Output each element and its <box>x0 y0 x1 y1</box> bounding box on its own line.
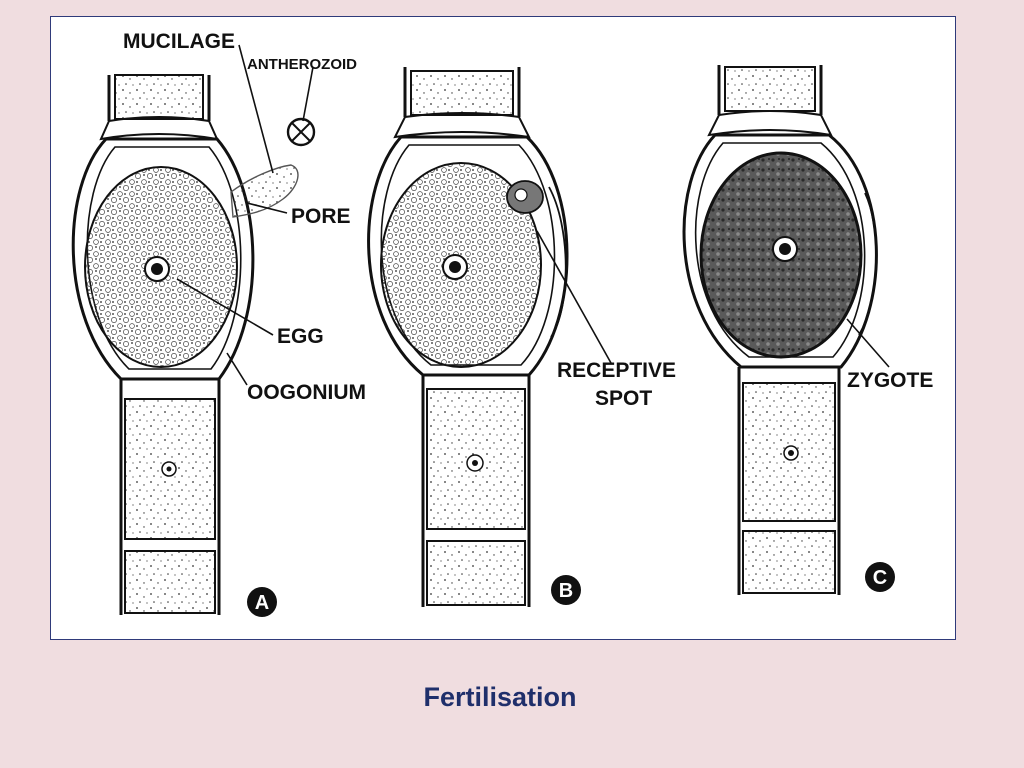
panel-c-lower-cells <box>737 367 841 595</box>
panel-c-top-cell <box>707 65 833 137</box>
slide-caption: Fertilisation <box>423 682 577 712</box>
panel-b-letter: B <box>559 580 573 602</box>
panel-a-mucilage <box>230 164 299 218</box>
panel-c-badge: C <box>865 562 895 592</box>
label-receptive: RECEPTIVE <box>557 359 676 382</box>
label-egg: EGG <box>277 325 324 348</box>
label-mucilage: MUCILAGE <box>123 30 235 53</box>
panel-b-top-cell <box>393 67 531 139</box>
label-spot: SPOT <box>595 387 652 410</box>
panel-c-oogonium-wall <box>682 133 878 369</box>
label-oogonium: OOGONIUM <box>247 381 366 404</box>
panel-b-receptive-spot <box>506 180 544 214</box>
panel-c-leader-lines <box>846 318 890 368</box>
label-zygote: ZYGOTE <box>847 369 933 392</box>
panel-b-badge: B <box>551 575 581 605</box>
panel-b-leader-lines <box>536 230 612 364</box>
panel-c: C <box>682 65 895 595</box>
fertilisation-diagram: A <box>71 30 933 617</box>
panel-a-antherozoid <box>286 117 316 147</box>
panel-b: B <box>367 67 612 607</box>
panel-a-leader-lines <box>176 44 314 386</box>
label-antherozoid: ANTHEROZOID <box>247 56 357 73</box>
panel-a-letter: A <box>255 592 269 614</box>
panel-c-letter: C <box>873 567 887 589</box>
label-pore: PORE <box>291 205 351 228</box>
panel-a-badge: A <box>247 587 277 617</box>
panel-a-lower-cells <box>119 379 221 615</box>
panel-a: A <box>71 44 316 617</box>
diagram-frame: A <box>50 16 956 640</box>
panel-b-lower-cells <box>421 375 531 607</box>
panel-a-top-cell <box>99 74 219 141</box>
